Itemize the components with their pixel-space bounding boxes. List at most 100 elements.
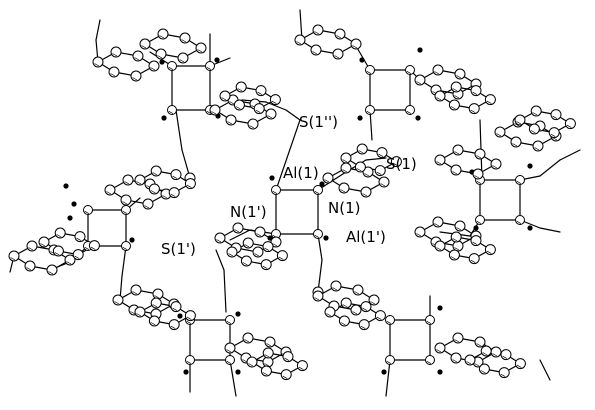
atom-53 [313,229,323,239]
atom-85 [452,144,464,156]
atom-124 [38,236,50,248]
atom-5 [110,46,122,58]
atom-131 [122,174,134,186]
bond-69 [275,119,301,191]
hydrogen-27 [437,369,443,375]
hydrogen-18 [67,215,73,221]
bond-239 [539,359,551,381]
atom-119 [26,240,38,252]
atom-64 [390,156,402,168]
atom-194 [500,349,512,361]
atom-45 [434,90,446,102]
hydrogen-20 [177,313,183,319]
atom-38 [310,44,322,56]
hydrogen-1 [214,57,220,63]
hydrogen-9 [319,181,325,187]
hydrogen-4 [359,57,365,63]
hydrogen-21 [235,311,241,317]
atom-82 [515,215,525,225]
atom-60 [338,182,350,194]
atom-3 [167,105,177,115]
atom-178 [350,304,362,316]
atom-89 [450,164,462,176]
atom-30 [405,65,415,75]
atom-102 [414,226,426,238]
atom-108 [434,240,446,252]
atom-162 [262,356,274,368]
atom-128 [72,249,84,261]
label-n1p: N(1') [230,203,267,221]
atom-138 [170,169,182,181]
atom-111 [484,244,496,256]
atom-34 [312,24,324,36]
atom-33 [294,34,306,46]
atom-31 [405,105,415,115]
atom-40 [432,64,444,76]
atom-192 [464,354,476,366]
hydrogen-2 [161,115,167,121]
atom-126 [74,231,86,243]
atom-36 [350,38,362,50]
atom-41 [454,68,466,80]
atom-195 [514,358,526,370]
atom-134 [142,198,154,210]
atom-114 [83,205,93,215]
atom-65 [374,165,386,177]
atom-176 [352,284,364,296]
bond-61 [369,109,373,141]
atom-77 [260,259,272,271]
hydrogen-6 [357,115,363,121]
atom-130 [104,184,116,196]
atom-35 [334,28,346,40]
atom-96 [514,114,526,126]
atom-145 [185,355,195,365]
atom-6 [132,50,144,62]
atom-22 [219,90,231,102]
atom-113 [448,249,460,261]
atom-170 [385,315,395,325]
atom-67 [214,232,226,244]
hydrogen-11 [323,235,329,241]
atom-68 [232,222,244,234]
atom-143 [225,315,235,325]
bond-86 [229,229,251,241]
atom-75 [262,241,274,253]
atom-4 [92,56,104,68]
atom-14 [177,52,189,64]
atom-152 [134,306,146,318]
atom-32 [365,105,375,115]
atom-81 [515,175,525,185]
bond-72 [365,157,387,161]
hydrogen-5 [417,47,423,53]
atom-20 [247,118,259,130]
atom-48 [484,94,496,106]
atom-183 [374,310,386,322]
atom-52 [313,185,323,195]
bond-140 [539,227,561,233]
bond-layer [9,9,581,397]
atom-99 [564,118,576,130]
atom-129 [52,245,64,257]
atom-58 [378,176,390,188]
atom-159 [242,332,254,344]
atom-136 [134,174,146,186]
atom-10 [139,38,151,50]
atom-110 [470,235,482,247]
atom-115 [121,205,131,215]
atom-168 [280,369,292,381]
atom-158 [224,342,236,354]
atom-185 [338,315,350,327]
atom-37 [332,48,344,60]
atom-1 [205,61,215,71]
atom-57 [362,166,374,178]
atom-66 [354,161,366,173]
atom-13 [195,42,207,54]
atom-46 [450,81,462,93]
atom-196 [498,367,510,379]
atom-177 [368,294,380,306]
atom-12 [179,32,191,44]
atom-16 [209,104,221,116]
bond-63 [285,109,301,121]
atom-95 [510,136,522,148]
atom-189 [490,346,502,358]
